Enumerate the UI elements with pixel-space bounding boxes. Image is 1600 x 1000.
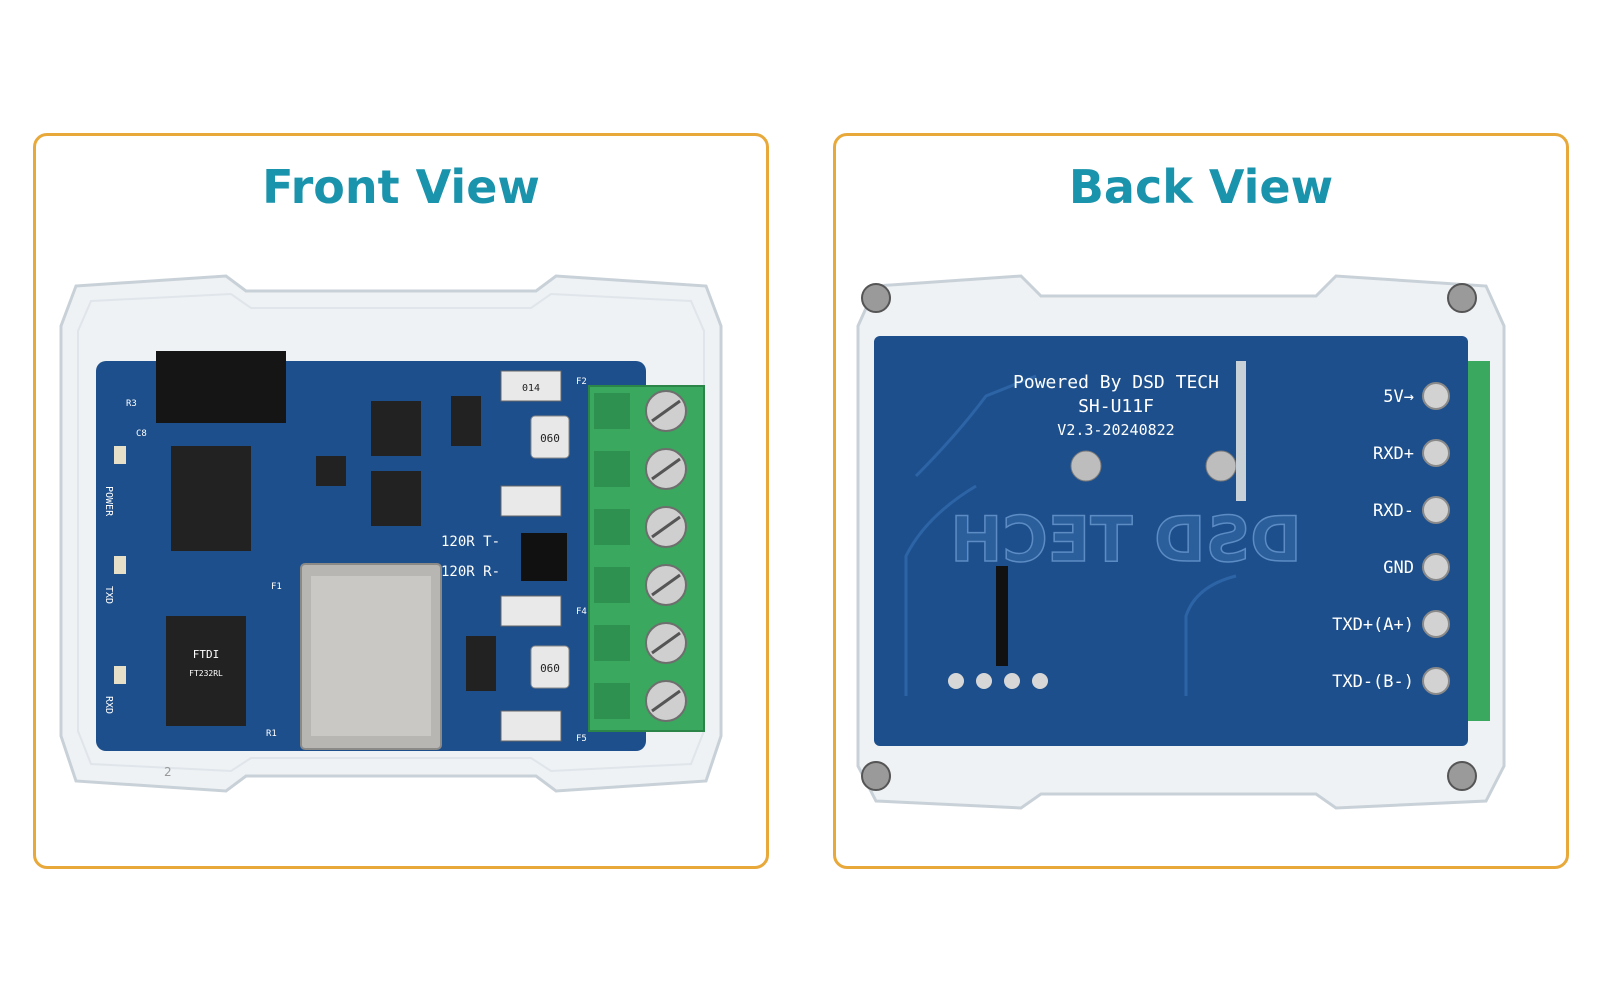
svg-text:060: 060 — [540, 662, 560, 675]
screw-slot — [651, 689, 681, 713]
pin-label: 5V→ — [1383, 387, 1414, 407]
jumper-header — [521, 533, 567, 581]
pin-label: GND — [1383, 558, 1414, 578]
screw-slot — [651, 573, 681, 597]
txd-led-label: TXD — [103, 586, 114, 604]
usb-port — [156, 351, 286, 423]
power-led-label: POWER — [103, 486, 114, 517]
corner-screw — [1447, 283, 1477, 313]
svg-text:2: 2 — [164, 765, 172, 779]
svg-text:F2: F2 — [576, 377, 587, 387]
via-pad — [1205, 450, 1237, 482]
via-pad — [1070, 450, 1102, 482]
svg-text:F4: F4 — [576, 607, 587, 617]
ic-chip — [171, 446, 251, 551]
jumper-label-r: 120R R- — [441, 564, 500, 580]
pin-pad — [1422, 382, 1450, 410]
terminal-slot — [594, 451, 630, 487]
jumper-label-t: 120R T- — [441, 534, 500, 550]
fuse — [500, 370, 562, 402]
terminal-slot — [594, 625, 630, 661]
ftdi-chip — [166, 616, 246, 726]
back-view-title: Back View — [1068, 160, 1334, 214]
pin-label: RXD- — [1373, 501, 1414, 521]
ic-chip — [371, 401, 421, 456]
screw-slot — [651, 399, 681, 423]
svg-text:F5: F5 — [576, 734, 587, 744]
terminal-screws — [594, 390, 687, 722]
terminal-block — [588, 385, 705, 732]
pin-label: TXD+(A+) — [1332, 615, 1414, 635]
ftdi-chip-label: FTDI — [193, 648, 220, 661]
pin-pad — [1422, 610, 1450, 638]
pin-pad — [1422, 439, 1450, 467]
front-view-title: Front View — [262, 160, 540, 214]
terminal-slot — [594, 509, 630, 545]
svg-text:R3: R3 — [126, 399, 137, 409]
pin-pad — [1422, 553, 1450, 581]
pcb-board — [874, 336, 1468, 746]
svg-text:F1: F1 — [271, 582, 282, 592]
power-led — [114, 446, 126, 464]
corner-screw — [861, 283, 891, 313]
front-view-device: FTDI FT232RL 060 060 014 120R T- 120R R-… — [59, 274, 723, 793]
terminal-slot — [594, 567, 630, 603]
inductor — [530, 645, 570, 689]
terminal-slot — [594, 393, 630, 429]
corner-screw — [1447, 761, 1477, 791]
dsd-tech-logo: DSD TECH — [950, 503, 1301, 576]
screw-slot — [651, 631, 681, 655]
terminal-edge — [1468, 361, 1490, 721]
ftdi-chip-sublabel: FT232RL — [189, 669, 223, 678]
pin-pad — [1422, 667, 1450, 695]
pin-label: RXD+ — [1373, 444, 1414, 464]
ic-chip — [371, 471, 421, 526]
silkscreen-model: SH-U11F — [1078, 396, 1154, 417]
txd-led — [114, 556, 126, 574]
svg-text:014: 014 — [522, 383, 540, 394]
back-view-panel: Back View Powered By DSD TECH SH-U11F V2… — [833, 133, 1569, 869]
svg-text:C8: C8 — [136, 429, 147, 439]
back-view-device: Powered By DSD TECH SH-U11F V2.3-2024082… — [856, 274, 1506, 810]
pin-label: TXD-(B-) — [1332, 672, 1414, 692]
terminal-slot — [594, 683, 630, 719]
corner-screw — [861, 761, 891, 791]
silkscreen-version: V2.3-20240822 — [1057, 421, 1174, 439]
svg-text:R1: R1 — [266, 729, 277, 739]
screw-slot — [651, 457, 681, 481]
svg-text:060: 060 — [540, 432, 560, 445]
rxd-led — [114, 666, 126, 684]
pin-pad — [1422, 496, 1450, 524]
rxd-led-label: RXD — [103, 696, 114, 714]
front-view-panel: Front View FTDI FT232RL 060 060 014 — [33, 133, 769, 869]
pin-labels: 5V→ RXD+ RXD- GND TXD+(A+) TXD-(B-) — [1332, 382, 1450, 695]
inductor — [530, 415, 570, 459]
screw-slot — [651, 515, 681, 539]
silkscreen-powered-by: Powered By DSD TECH — [1013, 372, 1219, 393]
